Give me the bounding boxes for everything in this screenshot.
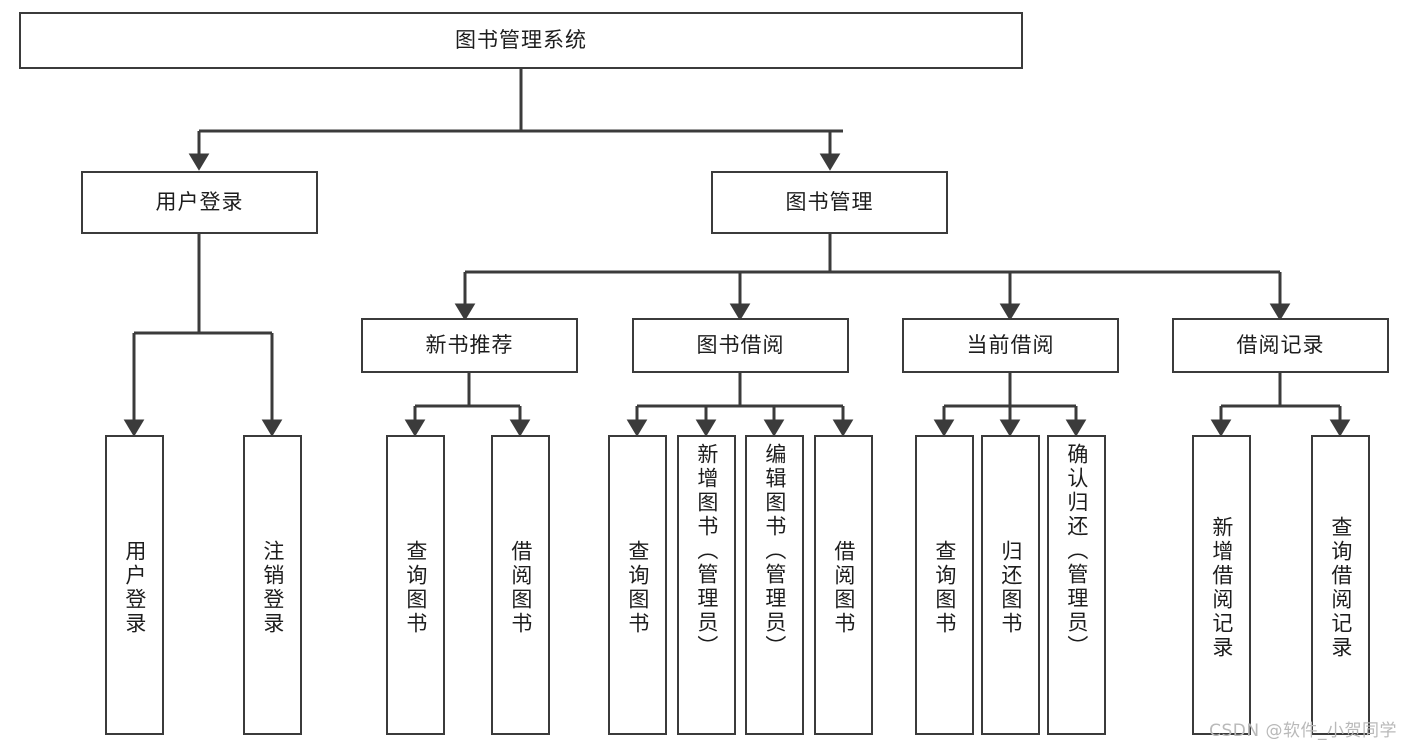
leaf-label: 查询图书: [932, 540, 957, 636]
leaf-current-return-book[interactable]: 归还图书: [981, 435, 1040, 735]
node-current-borrow[interactable]: 当前借阅: [902, 318, 1119, 373]
leaf-user-login-login[interactable]: 用户登录: [105, 435, 164, 735]
leaf-recommend-borrow-book[interactable]: 借阅图书: [491, 435, 550, 735]
leaf-user-login-logout[interactable]: 注销登录: [243, 435, 302, 735]
node-root[interactable]: 图书管理系统: [19, 12, 1023, 69]
leaf-label: 新增借阅记录: [1209, 516, 1234, 660]
node-borrow-record[interactable]: 借阅记录: [1172, 318, 1389, 373]
node-borrow-record-label: 借阅记录: [1236, 332, 1325, 357]
node-book-borrow-label: 图书借阅: [696, 332, 785, 357]
node-new-book-recommend[interactable]: 新书推荐: [361, 318, 578, 373]
leaf-record-query-record[interactable]: 查询借阅记录: [1311, 435, 1370, 735]
node-root-label: 图书管理系统: [455, 27, 587, 52]
node-user-login-label: 用户登录: [155, 189, 244, 214]
leaf-borrow-query-book[interactable]: 查询图书: [608, 435, 667, 735]
leaf-borrow-edit-book-admin[interactable]: 编辑图书（管理员）: [745, 435, 804, 735]
leaf-label: 查询借阅记录: [1328, 516, 1353, 660]
leaf-current-query-book[interactable]: 查询图书: [915, 435, 974, 735]
leaf-borrow-borrow-book[interactable]: 借阅图书: [814, 435, 873, 735]
leaf-current-confirm-return-admin[interactable]: 确认归还（管理员）: [1047, 435, 1106, 735]
leaf-label: 用户登录: [122, 540, 147, 636]
node-user-login[interactable]: 用户登录: [81, 171, 318, 234]
leaf-borrow-add-book-admin[interactable]: 新增图书（管理员）: [677, 435, 736, 735]
leaf-recommend-query-book[interactable]: 查询图书: [386, 435, 445, 735]
leaf-label: 归还图书: [998, 540, 1023, 636]
leaf-record-add-record[interactable]: 新增借阅记录: [1192, 435, 1251, 735]
leaf-label: 注销登录: [260, 540, 285, 636]
leaf-label: 确认归还（管理员）: [1064, 443, 1089, 659]
node-current-borrow-label: 当前借阅: [966, 332, 1055, 357]
leaf-label: 查询图书: [625, 540, 650, 636]
leaf-label: 查询图书: [403, 540, 428, 636]
node-book-borrow[interactable]: 图书借阅: [632, 318, 849, 373]
leaf-label: 借阅图书: [831, 540, 856, 636]
leaf-label: 新增图书（管理员）: [694, 443, 719, 659]
leaf-label: 编辑图书（管理员）: [762, 443, 787, 659]
node-new-book-recommend-label: 新书推荐: [425, 332, 514, 357]
node-book-management[interactable]: 图书管理: [711, 171, 948, 234]
leaf-label: 借阅图书: [508, 540, 533, 636]
node-book-management-label: 图书管理: [785, 189, 874, 214]
